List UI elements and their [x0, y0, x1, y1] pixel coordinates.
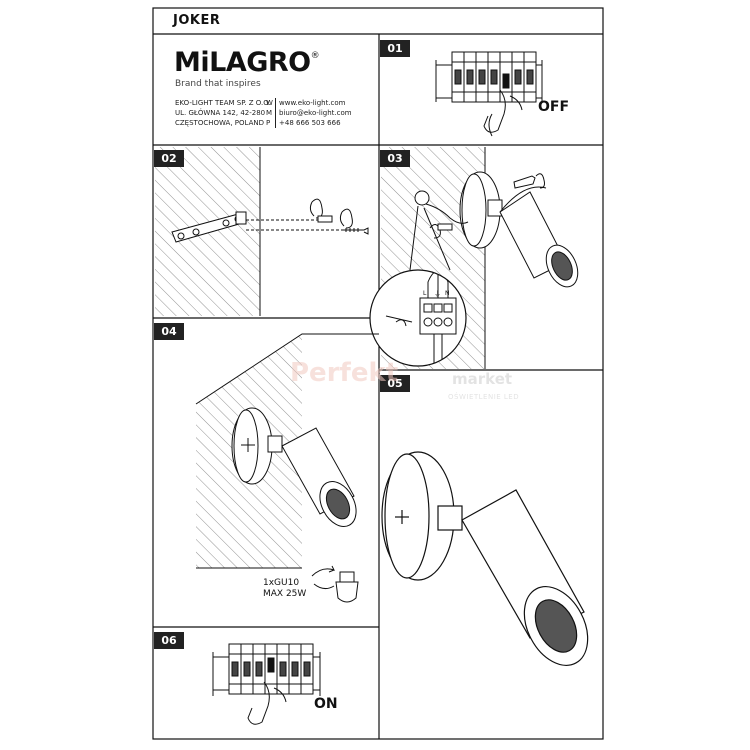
step-06-badge: 06: [154, 632, 184, 649]
registered-mark: ®: [310, 51, 320, 61]
step-02-badge: 02: [154, 150, 184, 167]
state-on-label: ON: [314, 696, 338, 712]
step-01-badge: 01: [380, 40, 410, 57]
terminal-earth-label: ⏚: [434, 290, 441, 298]
lamp-assembly-drawing: [195, 333, 379, 603]
product-title: JOKER: [173, 13, 221, 28]
wiring-drawing: [369, 147, 579, 369]
state-off-label: OFF: [538, 99, 570, 115]
address-line: UL. GŁÓWNA 142, 42-280: [175, 109, 266, 117]
company-address: EKO-LIGHT TEAM SP. Z O.O. UL. GŁÓWNA 142…: [175, 98, 271, 128]
watermark-suffix: market: [452, 370, 513, 388]
step-04-badge: 04: [154, 323, 184, 340]
bulb-max-power: MAX 25W: [263, 589, 307, 599]
bulb-spec: 1xGU10 MAX 25W: [263, 578, 306, 600]
brand-tagline: Brand that inspires: [175, 79, 261, 89]
terminal-n-label: N: [445, 290, 450, 297]
address-line: CZĘSTOCHOWA, POLAND: [175, 119, 264, 127]
panel-grid: [152, 7, 604, 740]
brand-name: MiLAGRO: [174, 47, 311, 78]
terminal-l-label: L: [423, 290, 427, 297]
bulb-type: 1xGU10: [263, 578, 300, 588]
contact-value: www.eko-light.com: [279, 99, 346, 107]
lamp-closeup-drawing: [381, 451, 589, 666]
step-03-badge: 03: [380, 150, 410, 167]
contact-phone: P+48 666 503 666: [266, 118, 352, 128]
contact-key: W: [266, 98, 276, 108]
contact-value: biuro@eko-light.com: [279, 109, 352, 117]
terminal-detail: [370, 270, 466, 366]
contact-value: +48 666 503 666: [279, 119, 341, 127]
watermark-subtitle: OŚWIETLENIE LED: [448, 393, 520, 401]
step-05-badge: 05: [380, 375, 410, 392]
wall-bracket-drawing: [155, 147, 369, 316]
contact-key: M: [266, 108, 276, 118]
address-line: EKO-LIGHT TEAM SP. Z O.O.: [175, 99, 271, 107]
brand-logo: MiLAGRO®: [174, 47, 320, 78]
contact-key: P: [266, 118, 276, 128]
breaker-off-drawing: [435, 51, 543, 137]
breaker-on-drawing: [212, 643, 321, 725]
watermark-logo: Perfekt: [290, 358, 399, 388]
